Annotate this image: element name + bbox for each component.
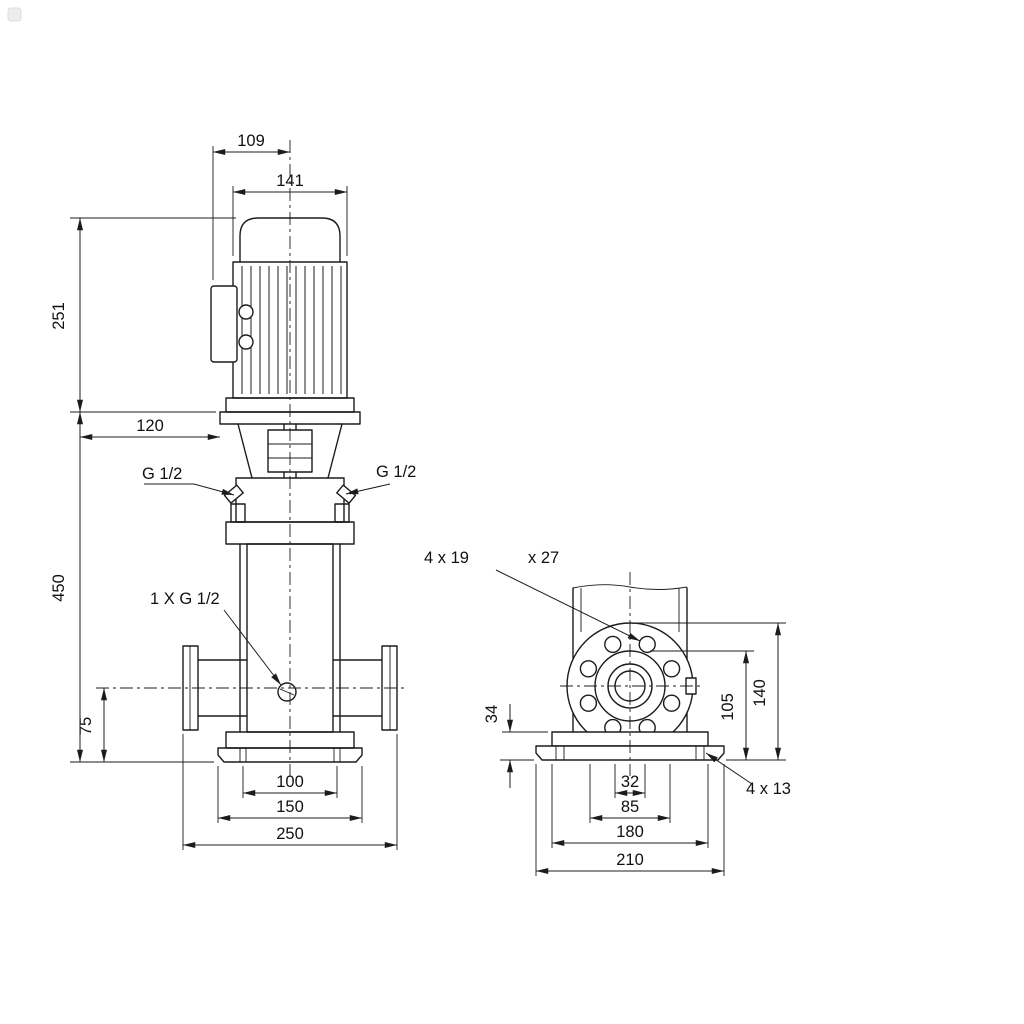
terminal-box [210,285,238,363]
label-base-holes: 4 x 13 [705,752,791,798]
dim-141: 141 [232,172,348,256]
cable-entry-top [238,304,254,320]
flange-holes-label-2: x 27 [528,549,559,567]
dim-210: 210 [535,764,725,876]
break-line [572,584,688,590]
motor [210,217,355,413]
base-bolt-slots [239,748,341,762]
base-holes-label: 4 x 13 [746,780,791,798]
dim-label-75: 75 [77,717,95,735]
label-drain-plug: 1 X G 1/2 [150,590,282,686]
dim-label-34: 34 [483,705,501,723]
dim-label-180: 180 [616,823,644,841]
dim-label-210: 210 [616,851,644,869]
dim-450: 450 [50,412,214,763]
front-view: 109 141 251 120 450 75 G 1/2 [50,132,416,850]
dim-label-120: 120 [136,417,164,435]
dim-label-85: 85 [621,798,639,816]
priming-plug-left [223,484,244,504]
dim-32: 32 [614,764,646,798]
label-plug-left: G 1/2 [142,465,235,496]
dim-251: 251 [50,217,236,413]
flange-holes-label: 4 x 19 [424,549,469,567]
dim-100: 100 [242,766,338,798]
dim-label-250: 250 [276,825,304,843]
dim-label-109: 109 [237,132,265,150]
plug-left-label: G 1/2 [142,465,182,483]
motor-fins [241,266,342,394]
dim-250: 250 [182,734,398,850]
cable-entry-bottom [238,334,254,350]
dim-75: 75 [77,688,108,762]
dim-180: 180 [551,764,709,848]
dim-109: 109 [212,132,290,280]
dim-150: 150 [217,766,363,823]
staybolt-nut-left [230,503,246,523]
dim-140: 140 [634,622,786,760]
dim-label-140: 140 [751,679,769,707]
dim-105: 105 [650,650,786,761]
drain-plug-label: 1 X G 1/2 [150,590,220,608]
dim-120: 120 [80,417,220,441]
staybolts [239,543,341,733]
dim-label-150: 150 [276,798,304,816]
dim-label-105: 105 [719,693,737,721]
dim-85: 85 [589,764,671,823]
dim-label-32: 32 [621,773,639,791]
corner-artifact [7,7,22,22]
dim-label-251: 251 [50,302,68,330]
base-bolt-slots-side [555,746,705,760]
label-flange-holes: 4 x 19 x 27 [424,549,641,642]
dim-label-100: 100 [276,773,304,791]
side-view: 4 x 19 x 27 34 105 140 32 [424,549,791,876]
dim-label-450: 450 [50,574,68,602]
dim-34: 34 [483,704,548,788]
label-plug-right: G 1/2 [345,463,416,495]
dim-label-141: 141 [276,172,304,190]
staybolt-nut-right [334,503,350,523]
plug-right-label: G 1/2 [376,463,416,481]
